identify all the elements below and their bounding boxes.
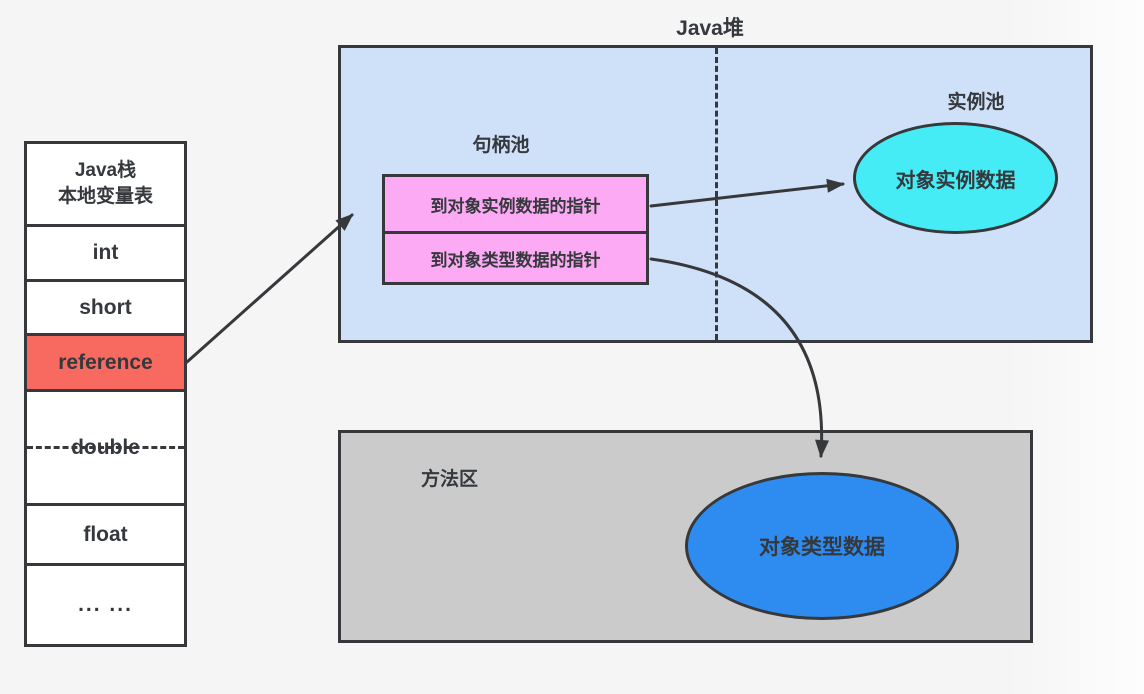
object-instance-data-ellipse: 对象实例数据 [853,122,1058,234]
stack-table-header: Java栈 本地变量表 [27,144,184,227]
stack-row-short: short [27,282,184,336]
stack-title-line1: Java栈 [74,160,137,181]
stack-title-line2: 本地变量表 [57,186,153,207]
stack-row-double-label: double [71,435,140,459]
stack-row-double: double [27,392,184,506]
stack-row-reference: reference [27,336,184,392]
handle-pool-label: 句柄池 [472,135,530,156]
handle-pool-table: 到对象实例数据的指针 到对象类型数据的指针 [382,174,649,285]
stack-row-ellipsis: ... ... [78,593,133,616]
double-slot-dashed-divider [27,445,184,449]
stack-row-int: int [27,227,184,282]
java-stack-table: Java栈 本地变量表 int short reference double f… [24,141,187,647]
method-area-label: 方法区 [421,469,479,490]
handle-row-type-pointer: 到对象类型数据的指针 [385,231,646,282]
instance-pool-label: 实例池 [947,92,1005,113]
handle-row-instance-pointer: 到对象实例数据的指针 [430,196,601,216]
heap-title: Java堆 [676,17,744,40]
stack-row-float: float [27,506,184,566]
java-heap-box: 句柄池 到对象实例数据的指针 到对象类型数据的指针 实例池 对象实例数据 [338,45,1093,343]
object-instance-data-label: 对象实例数据 [895,169,1016,192]
object-type-data-ellipse: 对象类型数据 [685,472,959,620]
heap-dashed-divider [715,48,718,340]
object-type-data-label: 对象类型数据 [759,536,885,559]
arrow-reference-to-handle-pool [185,213,354,364]
method-area-box: 方法区 对象类型数据 [338,430,1033,643]
